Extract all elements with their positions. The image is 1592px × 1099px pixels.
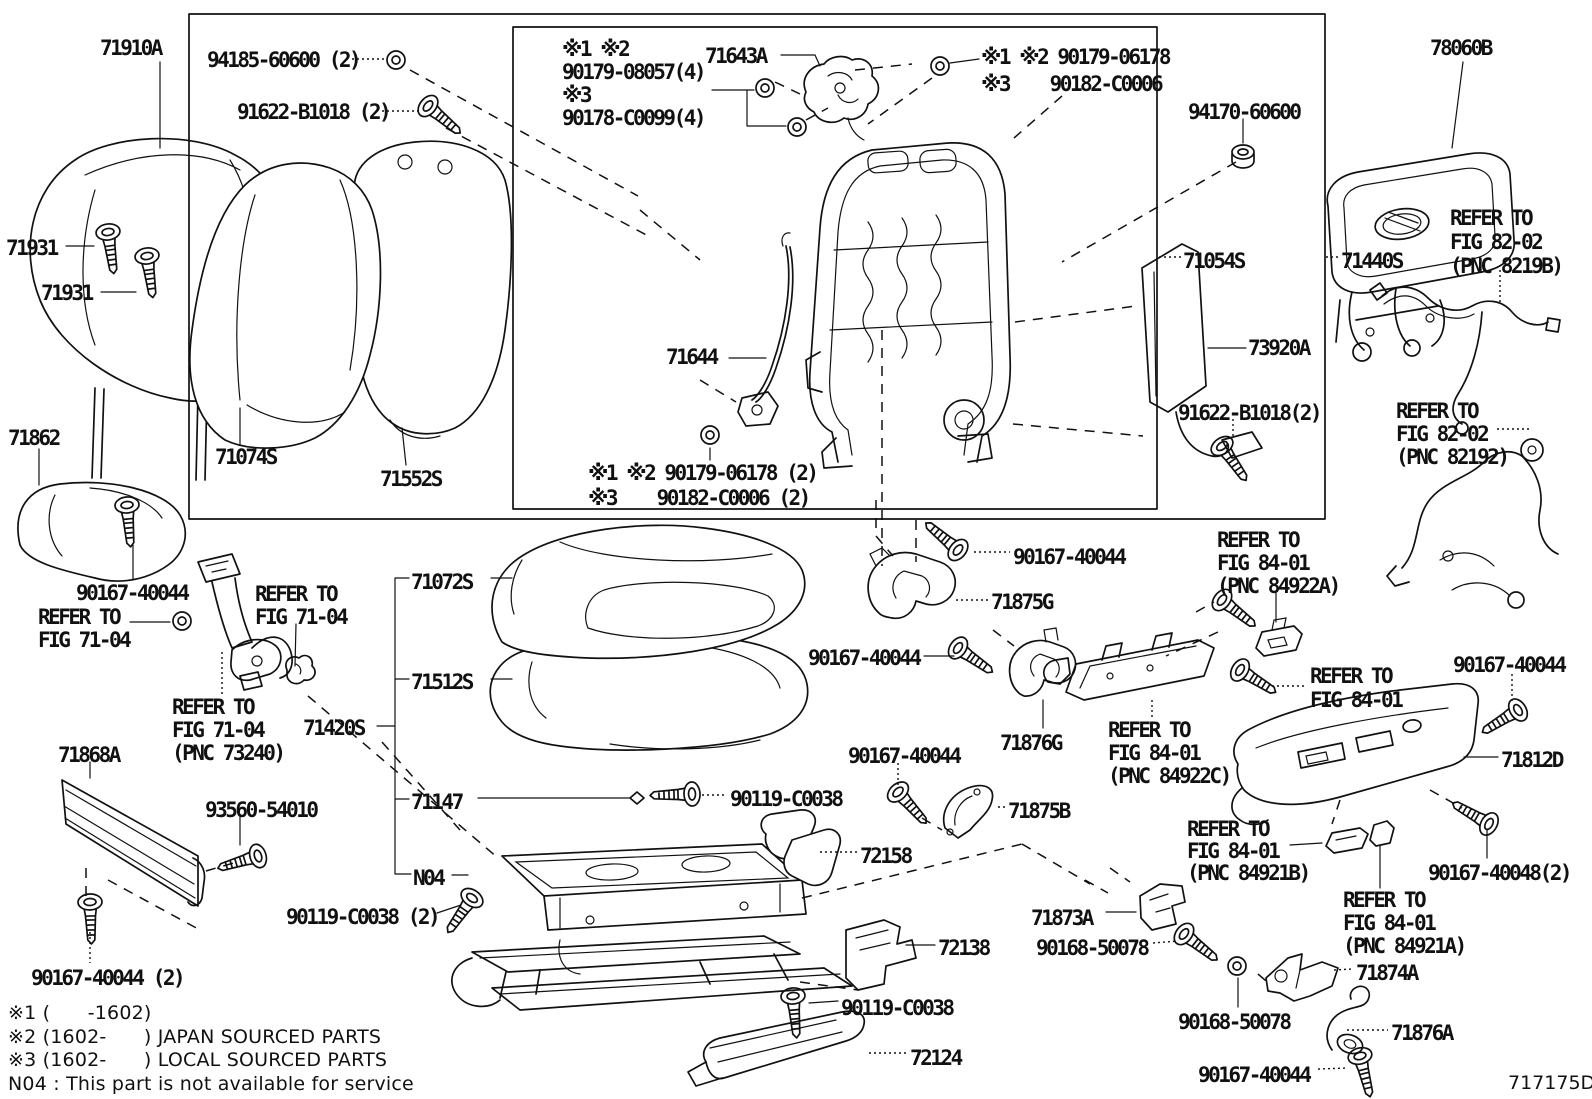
nut-94170-drawing (1062, 119, 1255, 262)
part-label-90167-40044-d: 90167-40044 (1453, 653, 1567, 677)
part-label-91622-b1018-a: 91622-B1018 (2) (237, 100, 392, 124)
cushion-drawing (490, 525, 807, 750)
refer-note-84922a: REFER TO FIG 84-01 (PNC 84922A) (1217, 528, 1341, 598)
outer-box (189, 14, 1325, 519)
refer-note-8401-mid: REFER TO FIG 84-01 (1310, 664, 1404, 712)
cap-71862-drawing (18, 449, 185, 581)
part-label-71074s: 71074S (215, 445, 278, 469)
part-label-90119-c0038-x2: 90119-C0038 (2) (286, 905, 441, 929)
part-label-73920a: 73920A (1248, 336, 1311, 360)
refer-note-84921b: REFER TO FIG 84-01 (PNC 84921B) (1187, 817, 1311, 885)
part-label-90119-c0038-b: 90119-C0038 (841, 996, 955, 1020)
refer-note-8219b: REFER TO FIG 82-02 (PNC 8219B) (1450, 206, 1564, 278)
refer-note-73240: REFER TO FIG 71-04 (PNC 73240) (172, 695, 286, 765)
switch-rail-drawing (1044, 632, 1307, 718)
part-label-71876g: 71876G (1000, 731, 1063, 755)
clip-72138-drawing (846, 920, 935, 990)
part-label-71147: 71147 (411, 790, 464, 814)
part-label-90167-40044-a: 90167-40044 (76, 581, 190, 605)
part-label-71552s: 71552S (380, 467, 443, 491)
part-label-71875b: 71875B (1008, 799, 1071, 823)
refer-note-84921a: REFER TO FIG 84-01 (PNC 84921A) (1343, 888, 1467, 958)
hook-71876A-drawing (1318, 986, 1388, 1099)
part-label-90167-40044-e: 90167-40044 (848, 744, 962, 768)
refer-note-7104-mid: REFER TO FIG 71-04 (255, 582, 349, 629)
headrest-support-drawings (66, 221, 166, 301)
bracket-71874A-drawing (1227, 954, 1353, 1007)
part-label-90167-40044-x2: 90167-40044 (2) (31, 966, 186, 990)
grommet-94185-drawing (352, 50, 652, 238)
diagram-code: 717175D (1508, 1072, 1592, 1094)
rail-cover-drawing (688, 986, 906, 1086)
part-label-71875g: 71875G (991, 590, 1054, 614)
part-label-90167-40044-b: 90167-40044 (1013, 545, 1127, 569)
part-label-72138: 72138 (938, 936, 991, 960)
part-label-90167-40048-x2: 90167-40048(2) (1428, 861, 1573, 885)
part-label-71876a: 71876A (1391, 1021, 1454, 1045)
part-label-90167-40044-f: 90167-40044 (1198, 1063, 1312, 1087)
part-label-71072s: 71072S (411, 570, 474, 594)
tray-78060B-drawing (1327, 62, 1514, 361)
part-label-71512s: 71512S (411, 670, 474, 694)
note-variant-right: ※1 ※2 90179-06178 ※3 90182-C0006 (981, 45, 1171, 96)
hook-71875B-drawing (882, 763, 1006, 838)
shield-71868A-drawing (62, 762, 271, 963)
lumbar-cable-drawing (640, 210, 793, 460)
part-label-71054s: 71054S (1183, 249, 1246, 273)
part-label-71812d: 71812D (1501, 748, 1564, 772)
part-label-71440s: 71440S (1341, 249, 1404, 273)
part-label-n04: N04 (413, 866, 446, 890)
note-variant-bottom: ※1 ※2 90179-06178 (2) ※3 90182-C0006 (2) (588, 461, 819, 510)
refer-note-84922c: REFER TO FIG 84-01 (PNC 84922C) (1108, 718, 1232, 788)
part-label-71643a: 71643A (705, 44, 768, 68)
part-label-90167-40044-c: 90167-40044 (808, 646, 922, 670)
buckle-drawing (130, 554, 498, 858)
note-variant-top: ※1 ※2 90179-08057(4) ※3 90178-C0099(4) (562, 37, 707, 130)
clamp-71876G-drawing (924, 628, 1076, 728)
part-label-90168-50078-b: 90168-50078 (1178, 1010, 1292, 1034)
part-label-71873a: 71873A (1031, 906, 1094, 930)
part-label-78060b: 78060B (1430, 36, 1493, 60)
part-label-71644: 71644 (666, 345, 719, 369)
part-label-71931-b: 71931 (41, 281, 94, 305)
pad-72158-drawing (761, 810, 1090, 898)
group-bracket (377, 578, 727, 875)
part-label-72158: 72158 (860, 844, 913, 868)
part-label-71874a: 71874A (1356, 961, 1419, 985)
part-label-90168-50078-a: 90168-50078 (1036, 936, 1150, 960)
part-label-94170-60600: 94170-60600 (1188, 100, 1302, 124)
part-label-93560-54010: 93560-54010 (205, 798, 319, 822)
seatback-frame-drawing (806, 143, 1010, 566)
part-label-71862: 71862 (8, 426, 61, 450)
clamp-71875G-drawing (868, 500, 1010, 618)
part-label-71420s: 71420S (303, 716, 366, 740)
part-label-91622-b1018-b: 91622-B1018(2) (1178, 401, 1323, 425)
bracket-71873A-drawing (1085, 868, 1226, 971)
part-label-71931-a: 71931 (6, 236, 59, 260)
shield-71812D-drawing (1232, 674, 1532, 858)
switch-84922A-drawing (1196, 584, 1302, 656)
adjuster-knob-drawings (1290, 0, 1592, 888)
part-label-71910a: 71910A (100, 36, 163, 60)
part-label-90119-c0038-a: 90119-C0038 (730, 787, 844, 811)
harness-82192-drawing (1387, 429, 1558, 608)
inner-box (513, 27, 1157, 509)
refer-note-7104-left: REFER TO FIG 71-04 (38, 605, 132, 652)
ecu-73920A-drawing (1013, 244, 1262, 489)
refer-note-82192: REFER TO FIG 82-02 (PNC 82192) (1396, 399, 1510, 469)
seatback-cover-drawing (190, 141, 512, 465)
variant-legend: ※1 ( -1602) ※2 (1602- ) JAPAN SOURCED PA… (8, 1002, 414, 1095)
harness-8219b-drawing (1370, 283, 1560, 434)
part-label-71868a: 71868A (58, 743, 121, 767)
part-label-94185-60600: 94185-60600 (2) (207, 48, 362, 72)
bracket-71643A-drawing (712, 55, 1062, 140)
part-label-72124: 72124 (910, 1046, 963, 1070)
